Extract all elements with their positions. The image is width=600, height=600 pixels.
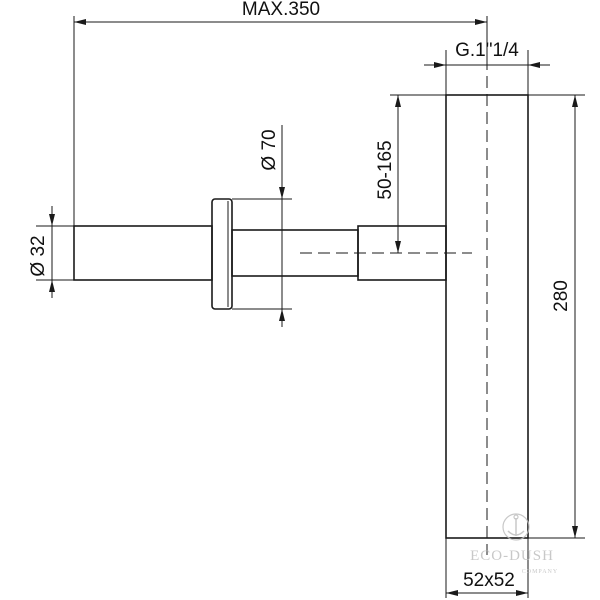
arrowhead	[49, 280, 55, 292]
dimension-height-adjust: 50-165	[375, 94, 446, 253]
arrowhead	[49, 214, 55, 226]
max-length-label: MAX.350	[242, 0, 320, 20]
watermark-brand: ECO-DUSH	[470, 548, 554, 564]
thread-label: G.1"1/4	[455, 40, 519, 61]
anchor-ring	[513, 514, 519, 520]
arrowhead	[528, 62, 540, 68]
dimension-base-size: 52x52	[445, 538, 529, 598]
dimension-outlet-diameter: Ø 70	[232, 125, 292, 327]
base-size-label: 52x52	[463, 570, 515, 591]
pipe-diameter-label: Ø 32	[28, 235, 49, 276]
arrowhead	[279, 187, 285, 199]
dimension-pipe-diameter: Ø 32	[28, 206, 74, 298]
arrowhead	[395, 241, 401, 253]
anchor-arms	[507, 530, 525, 536]
watermark-sub: COMPANY	[522, 569, 558, 575]
wall-flange	[211, 198, 233, 310]
watermark-anchor-icon	[502, 513, 530, 541]
outlet-diameter-label: Ø 70	[259, 129, 280, 170]
arrowhead	[279, 309, 285, 321]
watermark: ECO-DUSH COMPANY	[470, 513, 558, 575]
height-adjust-label: 50-165	[375, 140, 396, 199]
total-height-label: 280	[551, 280, 572, 312]
arrowhead	[572, 526, 578, 538]
arrowhead	[74, 19, 86, 25]
arrowhead	[446, 590, 458, 596]
dimension-total-height: 280	[528, 94, 585, 539]
arrowhead	[516, 590, 528, 596]
siphon-body	[73, 58, 529, 555]
arrowhead	[395, 95, 401, 107]
dimension-max-length: MAX.350	[73, 0, 488, 226]
arrowhead	[572, 95, 578, 107]
arrowhead	[434, 62, 446, 68]
arrowhead	[475, 19, 487, 25]
dimension-thread: G.1"1/4	[424, 40, 550, 95]
horizontal-pipe	[73, 225, 213, 281]
